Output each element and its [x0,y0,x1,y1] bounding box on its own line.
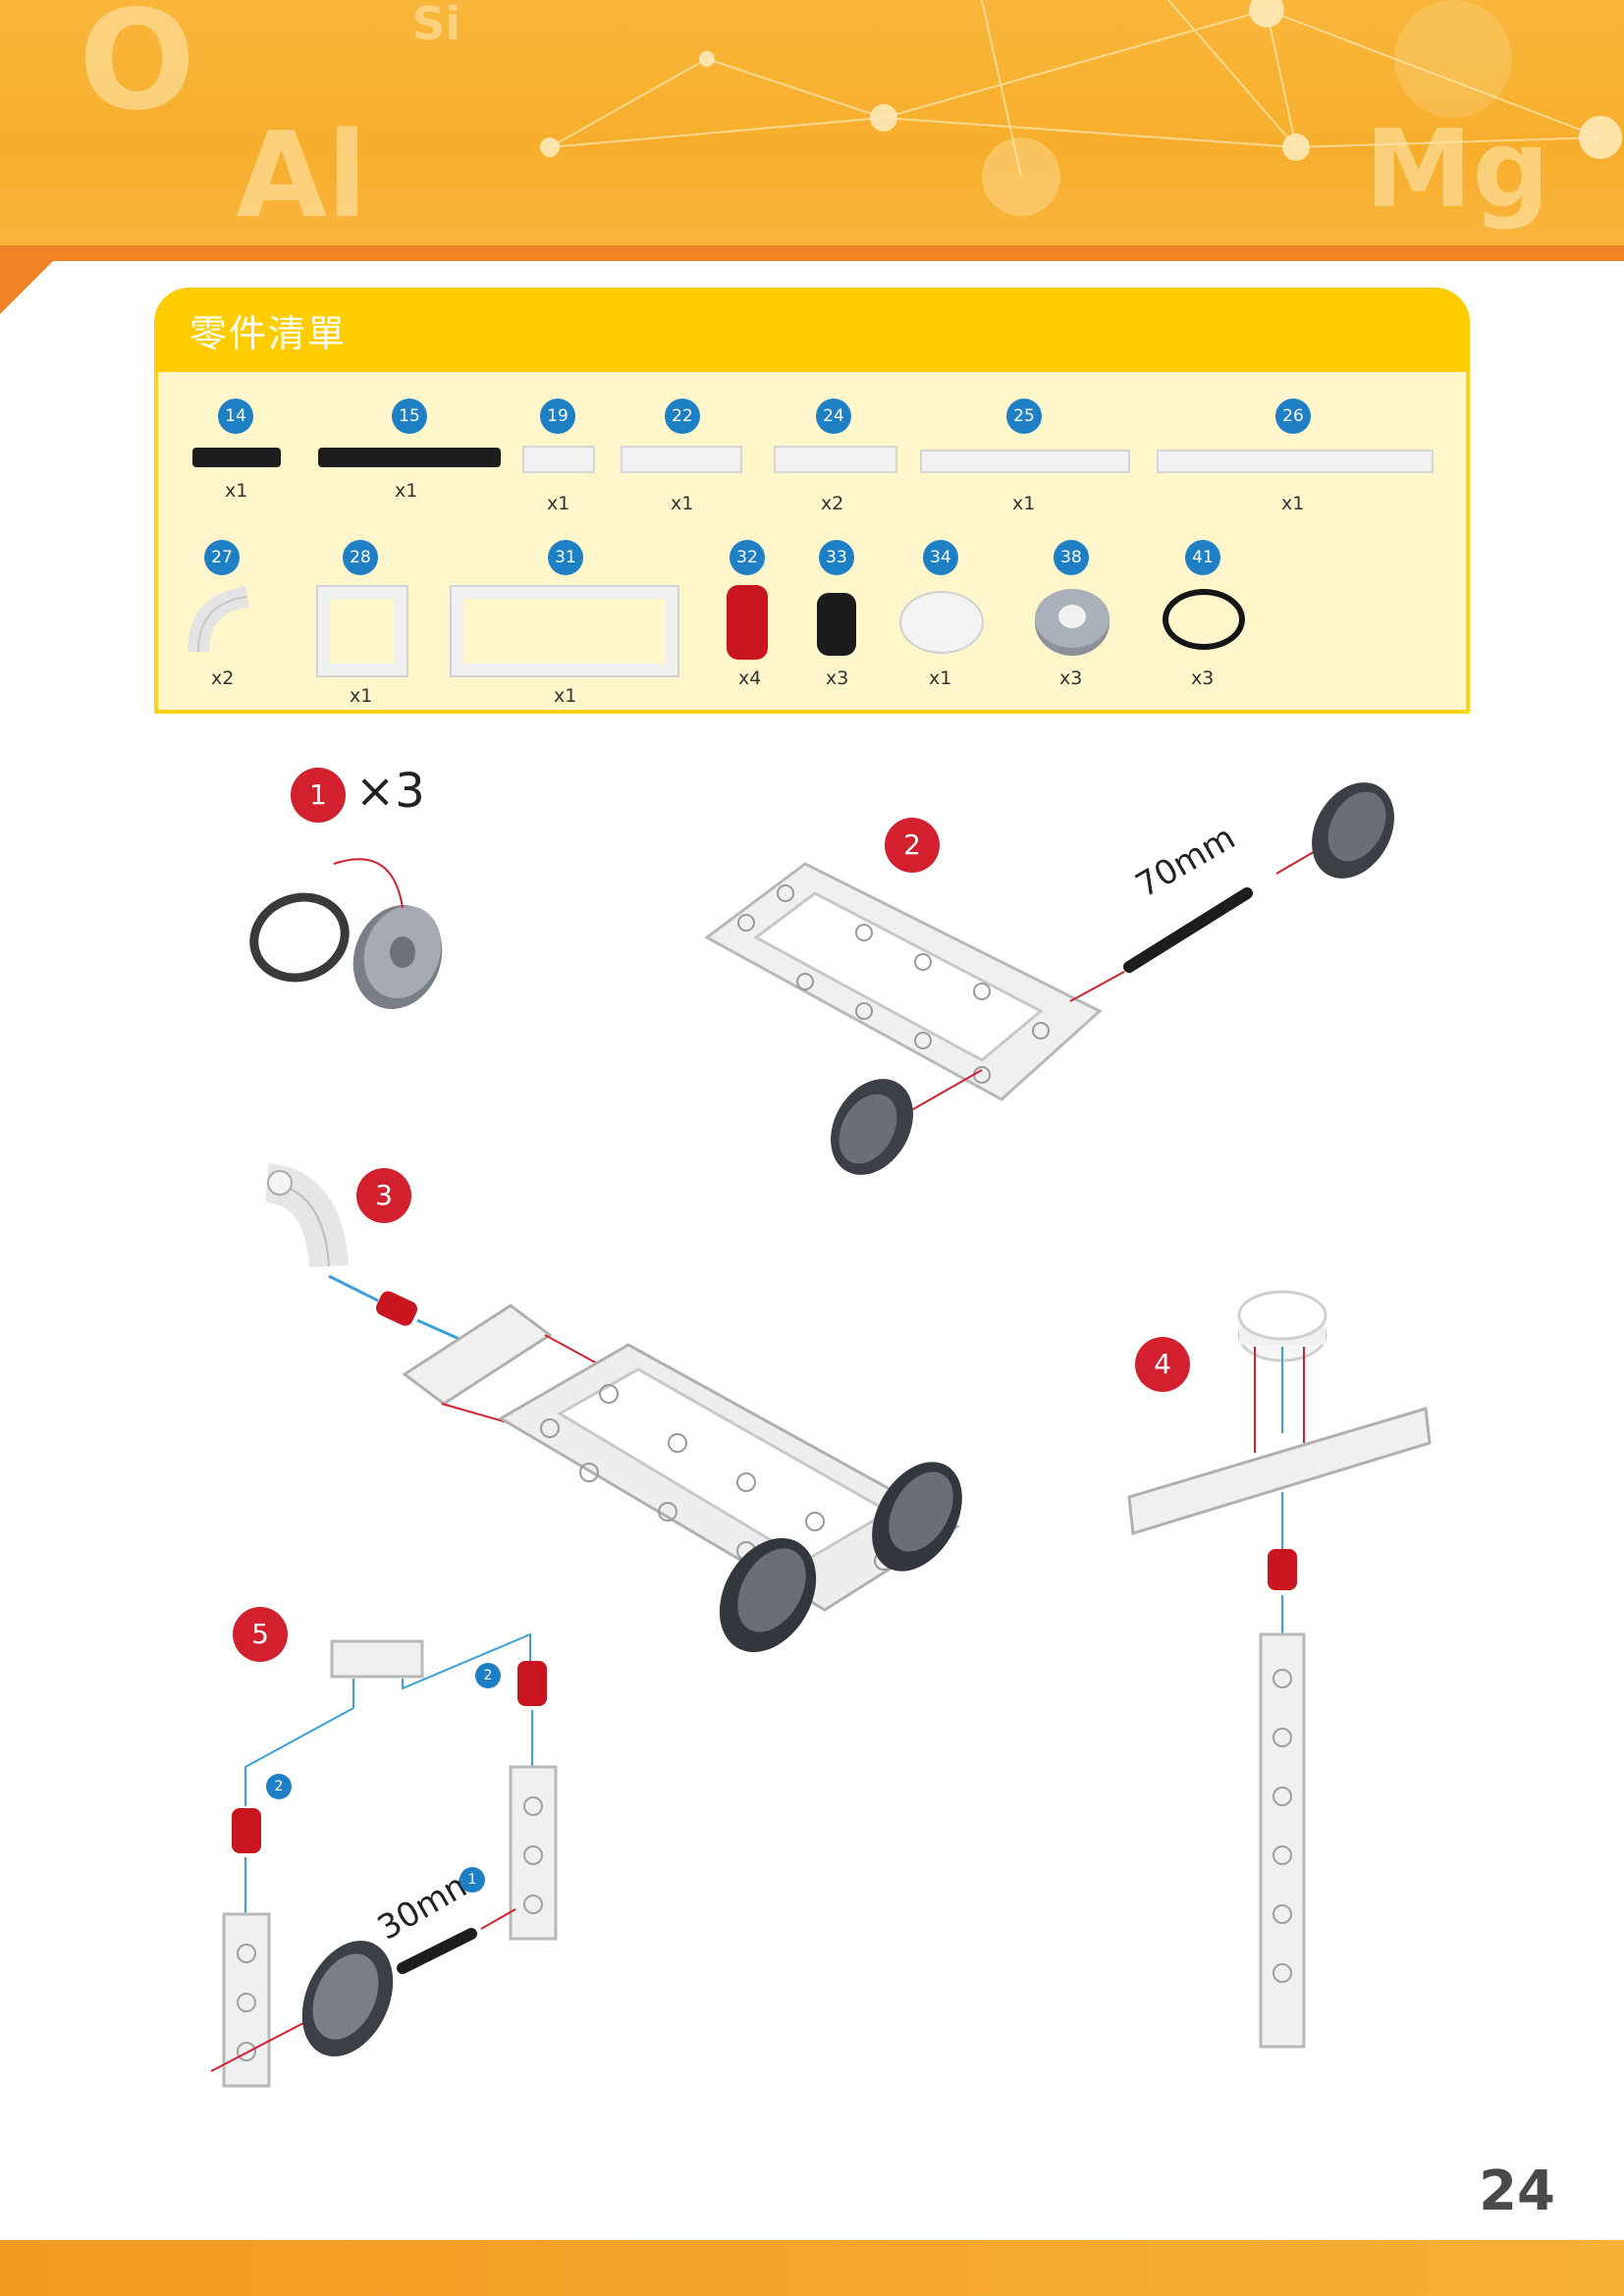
white-beam-5-icon [774,446,897,473]
part-qty: x1 [225,480,248,502]
part-badge: 33 [819,540,854,575]
part-badge: 34 [923,540,958,575]
svg-text:Mg: Mg [1365,106,1549,232]
page-number: 24 [1479,2160,1555,2223]
curved-connector-icon [188,586,249,653]
step-5-sub-badge: 2 [266,1774,292,1799]
part-qty: x3 [1059,667,1083,689]
rubber-tire-icon [1163,589,1245,650]
network-pattern-icon: O Si Al Mg [79,0,1622,244]
red-bushing-icon [727,585,768,660]
white-beam-15-icon [1157,450,1434,473]
part-badge: 14 [218,399,253,434]
parts-list-title: 零件清單 [189,312,348,355]
part-qty: x1 [1281,493,1305,514]
corner-accent [0,245,69,314]
white-beam-11-icon [920,450,1130,473]
white-beam-3-icon [522,446,595,473]
part-badge: 28 [343,540,378,575]
parts-list-panel: 零件清單 [154,288,1470,714]
part-badge: 19 [540,399,575,434]
part-qty: x1 [554,685,577,707]
header-stripe [0,245,1624,261]
svg-text:Al: Al [236,108,367,244]
svg-text:Si: Si [412,0,460,50]
part-qty: x1 [1012,493,1036,514]
step-1-multiplier: ×3 [355,764,425,819]
part-qty: x2 [821,493,844,514]
part-badge: 24 [816,399,851,434]
part-badge: 26 [1275,399,1311,434]
part-qty: x1 [671,493,694,514]
step-5-sub-badge: 1 [460,1867,485,1893]
black-bushing-icon [817,593,856,656]
parts-list-header: 零件清單 [154,288,1470,372]
part-qty: x2 [211,667,235,689]
step-5-illustration [210,1632,558,2088]
white-beam-4-icon [621,446,742,473]
step-1-illustration [249,858,443,1009]
part-qty: x1 [350,685,373,707]
step-4-illustration [1127,1290,1432,2049]
grey-wheel-hub-icon [1035,589,1110,656]
part-badge: 31 [548,540,583,575]
part-badge: 22 [665,399,700,434]
long-black-axle-icon [318,448,501,467]
step-3-badge: 3 [356,1168,411,1223]
header-banner: O Si Al Mg [0,0,1624,245]
step-5-badge: 5 [233,1607,288,1662]
step-2-illustration [704,782,1394,1175]
rectangle-frame-icon [450,585,679,677]
step-1-badge: 1 [291,768,346,823]
short-black-axle-icon [192,448,281,467]
part-badge: 38 [1054,540,1089,575]
svg-text:O: O [79,0,195,141]
part-qty: x3 [1191,667,1215,689]
step-5-sub-badge: 2 [475,1663,501,1688]
part-qty: x1 [547,493,570,514]
part-badge: 41 [1185,540,1220,575]
step-4-badge: 4 [1135,1337,1190,1392]
footer-bar [0,2240,1624,2296]
part-badge: 25 [1006,399,1042,434]
part-badge: 15 [392,399,427,434]
part-badge: 27 [204,540,240,575]
part-qty: x4 [738,667,762,689]
part-badge: 32 [730,540,765,575]
step-2-badge: 2 [885,818,940,873]
white-pulley-icon [899,591,984,654]
part-qty: x1 [929,667,952,689]
step-3-illustration [264,1163,962,1653]
part-qty: x3 [826,667,849,689]
part-qty: x1 [395,480,418,502]
square-frame-icon [316,585,408,677]
